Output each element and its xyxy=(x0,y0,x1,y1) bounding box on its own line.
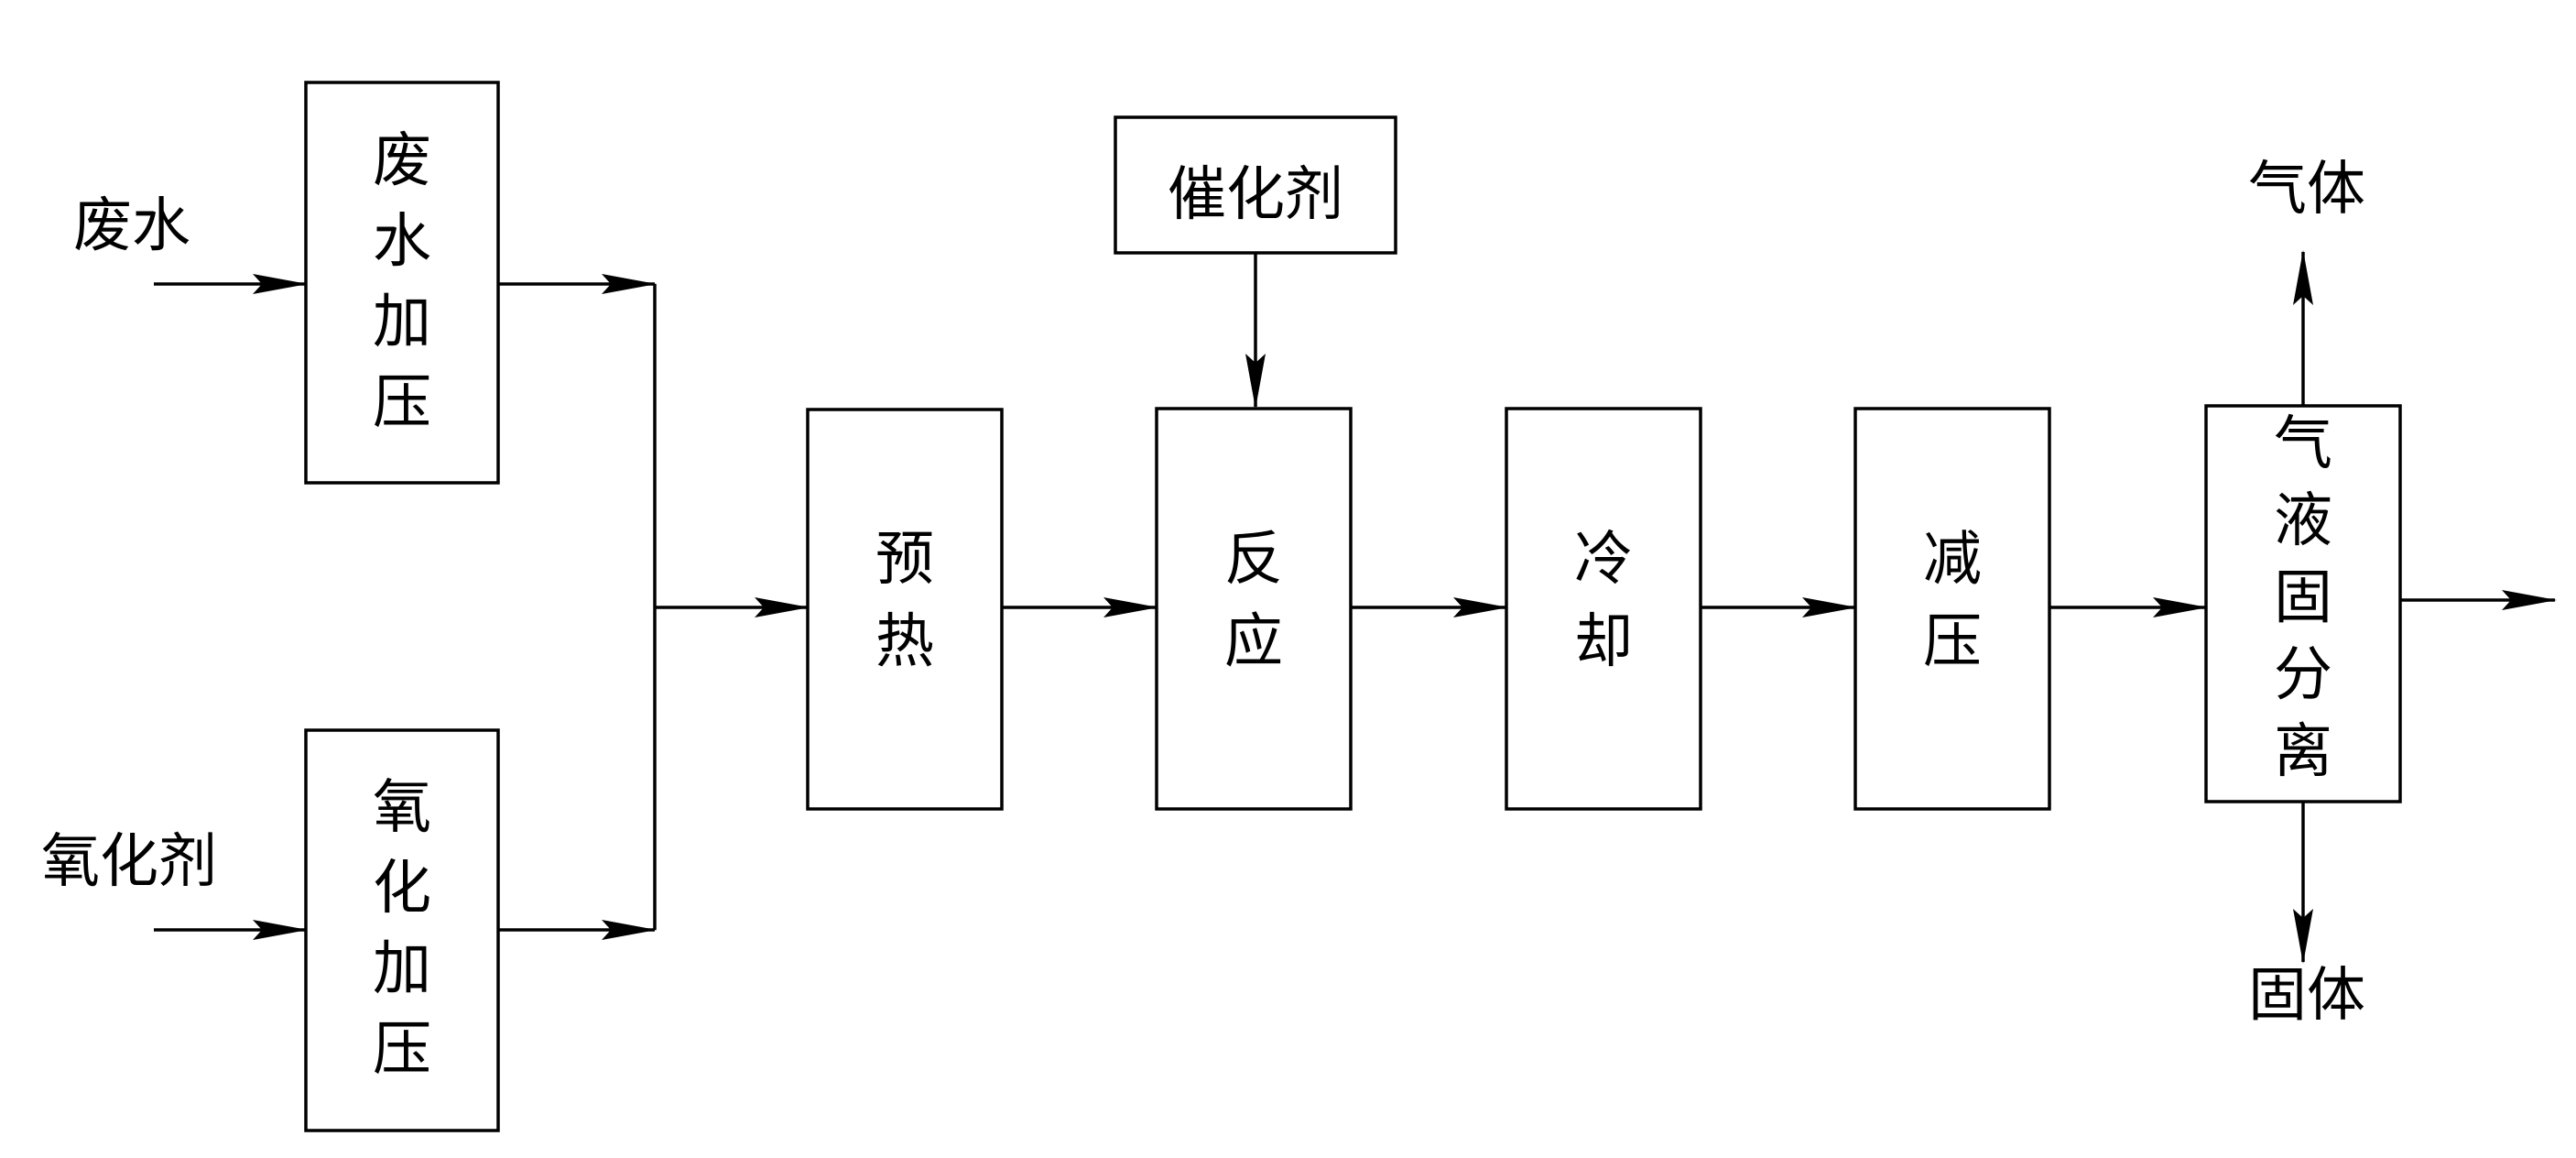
box-text: 废 xyxy=(373,127,431,195)
box-text: 冷 xyxy=(1574,526,1633,594)
box-text: 压 xyxy=(373,369,431,437)
box-text: 压 xyxy=(373,1016,431,1084)
box-text: 分 xyxy=(2274,641,2332,709)
box-text: 化 xyxy=(373,855,431,923)
box-preheat: 预 热 xyxy=(806,408,1004,811)
box-text: 离 xyxy=(2274,718,2332,786)
box-text: 液 xyxy=(2274,487,2332,555)
box-text: 水 xyxy=(373,208,431,276)
box-text: 加 xyxy=(373,289,431,356)
box-oxidant-pressurize: 氧 化 加 压 xyxy=(304,728,500,1132)
box-text: 热 xyxy=(875,608,934,676)
box-depressurize: 减 压 xyxy=(1853,407,2051,811)
box-wastewater-pressurize: 废 水 加 压 xyxy=(304,81,500,485)
box-reaction: 反 应 xyxy=(1155,407,1353,811)
output-label-solid: 固体 xyxy=(2248,962,2365,1030)
box-text: 预 xyxy=(875,526,934,594)
box-text: 反 xyxy=(1224,526,1283,594)
box-text: 固 xyxy=(2274,564,2332,632)
input-label-oxidant: 氧化剂 xyxy=(41,828,217,896)
box-text: 却 xyxy=(1574,608,1633,676)
box-separation: 气 液 固 分 离 xyxy=(2204,404,2402,803)
box-text: 气 xyxy=(2274,410,2332,478)
box-text: 减 xyxy=(1923,526,1982,594)
box-cooling: 冷 却 xyxy=(1505,407,1702,811)
input-label-wastewater: 废水 xyxy=(73,192,190,260)
catalyst-label: 催化剂 xyxy=(1168,161,1343,229)
output-label-gas: 气体 xyxy=(2248,156,2365,224)
box-text: 压 xyxy=(1923,608,1982,676)
box-text: 应 xyxy=(1224,608,1283,676)
box-text: 加 xyxy=(373,935,431,1003)
box-catalyst: 催化剂 xyxy=(1114,115,1397,255)
box-text: 氧 xyxy=(373,774,431,842)
